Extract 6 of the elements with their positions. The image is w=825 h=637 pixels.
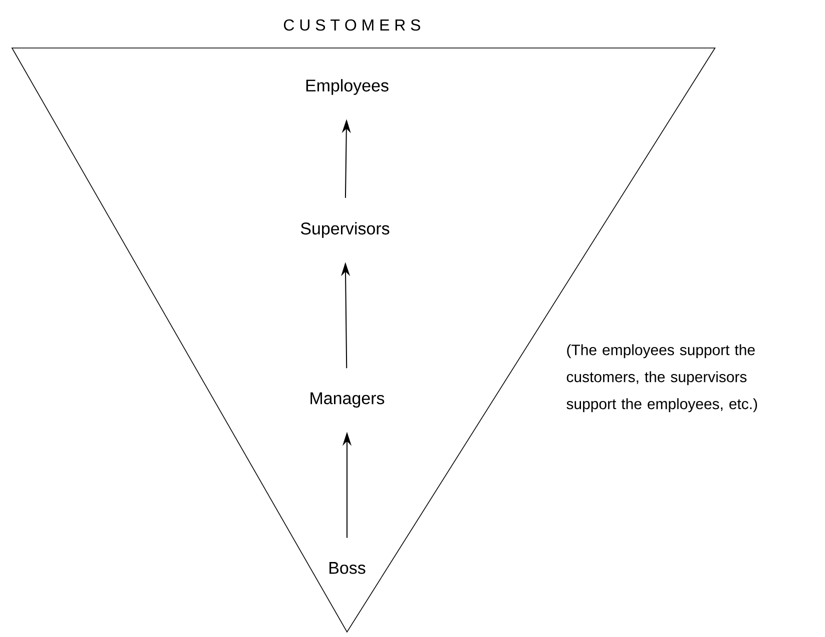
level-label: Employees — [306, 79, 388, 95]
level-label: Boss — [330, 562, 366, 574]
heading: C U S T O M E R S — [284, 19, 420, 31]
note: (The employees support the customers, the supervisors support the employees, etc.) — [566, 344, 757, 412]
level-label: Supervisors — [300, 222, 390, 238]
level-label: Managers — [310, 392, 384, 408]
